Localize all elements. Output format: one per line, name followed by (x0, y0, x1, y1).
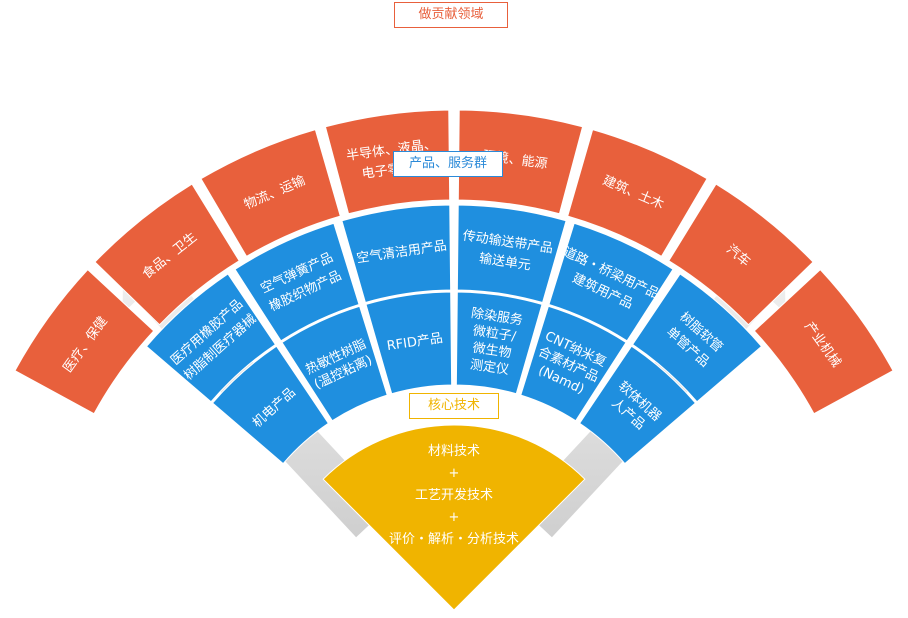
field-segment-shape (753, 268, 894, 415)
contribution-fields-header: 做贡献领域 (394, 2, 508, 28)
core-technology-sector: 材料技术 + 工艺开发技术 + 评价・解析・分析技术 (322, 424, 586, 611)
product-inner-segment: 软体机器人产品 (578, 345, 697, 465)
product-inner-segment: 机电产品 (211, 345, 330, 465)
product-inner-segment-shape (455, 291, 543, 395)
field-segment-shape (668, 183, 814, 326)
product-outer-segment-shape (548, 222, 674, 342)
product-outer-segment-shape (234, 222, 360, 342)
core-technology-line: + (449, 510, 460, 525)
field-segment-shape (94, 183, 240, 326)
contribution-fields-ring: 医疗、保健食品、卫生物流、运输半导体、液晶、电子零部件环境、能源建筑、土木汽车产… (14, 109, 894, 415)
product-inner-segment: RFID产品 (365, 291, 453, 395)
field-segment-shape (324, 109, 451, 215)
product-outer-segment-shape (341, 204, 452, 304)
product-outer-segment-shape (145, 273, 277, 403)
product-inner-segment-shape (578, 345, 697, 465)
field-segment: 医疗、保健 (14, 268, 155, 415)
product-inner-segment-shape (211, 345, 330, 465)
core-technology-line: 工艺开发技术 (415, 487, 493, 503)
product-inner-segment: CNT纳米复合素材产品(Namd) (520, 305, 627, 422)
product-inner-segment-shape (281, 305, 388, 422)
core-sector-shape (322, 424, 586, 611)
field-segment: 产业机械 (753, 268, 894, 415)
core-technology-line: + (449, 466, 460, 481)
product-outer-segment-shape (456, 204, 567, 304)
field-segment-shape (457, 109, 584, 215)
core-technology-line: 评价・解析・分析技术 (389, 532, 519, 547)
product-inner-label-line: 微生物 (472, 341, 513, 361)
field-segment: 汽车 (668, 183, 814, 326)
product-outer-segment-shape (631, 273, 763, 403)
field-segment: 食品、卫生 (94, 183, 240, 326)
field-segment: 物流、运输 (200, 128, 341, 258)
field-segment: 建筑、土木 (567, 128, 708, 258)
product-inner-label-line: 微粒子/ (472, 324, 518, 345)
product-inner-segment: 热敏性树脂(温控粘离) (281, 305, 388, 422)
core-technology-header: 核心技术 (409, 393, 499, 419)
field-segment-shape (200, 128, 341, 258)
field-segment-shape (14, 268, 155, 415)
product-outer-label-line: 输送单元 (478, 250, 532, 273)
product-inner-segment: 除染服务微粒子/微生物测定仪 (455, 291, 543, 395)
product-outer-segment: 医疗用橡胶产品树脂制医疗器械 (145, 273, 277, 403)
product-inner-segment-shape (520, 305, 627, 422)
field-segment-shape (567, 128, 708, 258)
product-inner-segment-shape (365, 291, 453, 395)
core-technology-line: 材料技术 (428, 444, 480, 459)
product-outer-segment: 空气弹簧产品橡胶织物产品 (234, 222, 360, 342)
product-outer-segment: 空气清洁用产品 (341, 204, 452, 304)
product-inner-label-line: 除染服务 (470, 305, 524, 328)
product-outer-segment: 道路・桥梁用产品建筑用产品 (548, 222, 674, 342)
products-outer-ring: 医疗用橡胶产品树脂制医疗器械空气弹簧产品橡胶织物产品空气清洁用产品传动输送带产品… (145, 204, 763, 403)
product-outer-segment: 树脂软管单管产品 (631, 273, 763, 403)
product-inner-label: 除染服务微粒子/微生物测定仪 (463, 305, 524, 379)
product-inner-label-line: 测定仪 (469, 358, 510, 378)
product-outer-segment: 传动输送带产品输送单元 (456, 204, 567, 304)
products-services-header: 产品、服务群 (393, 151, 503, 177)
